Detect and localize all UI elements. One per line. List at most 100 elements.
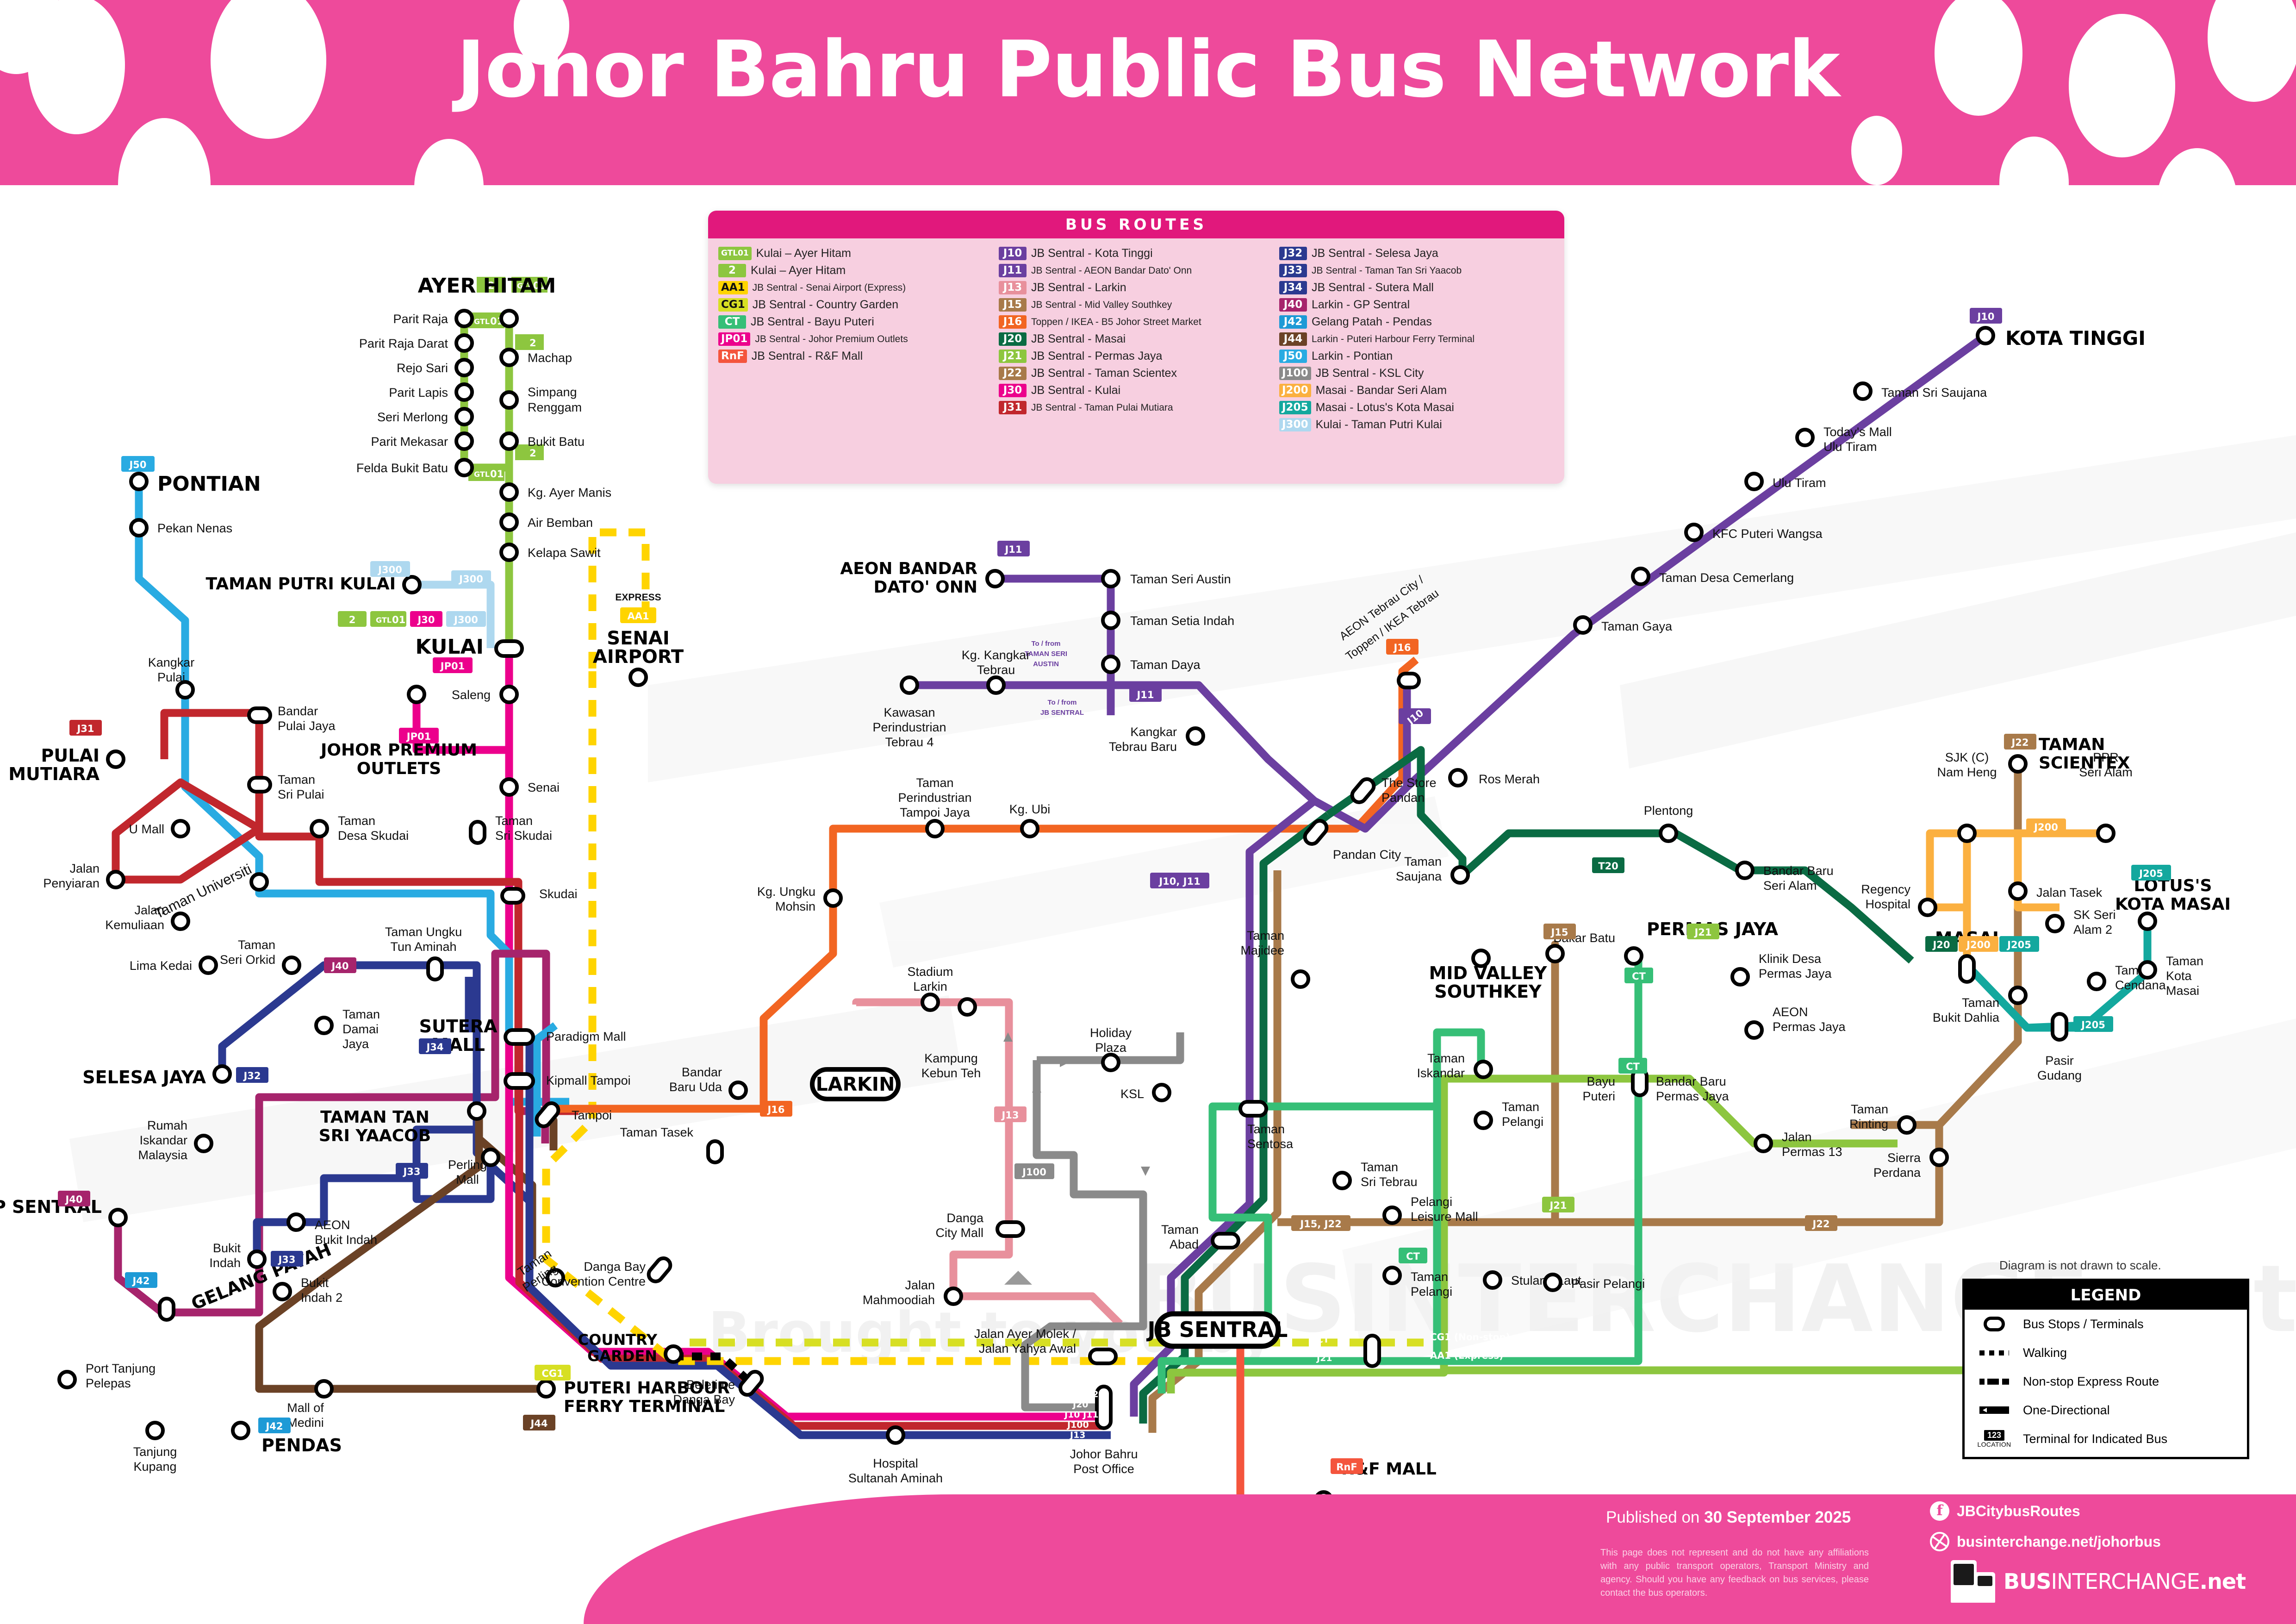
direction-arrows	[1003, 1032, 1150, 1285]
svg-text:Air Bemban: Air Bemban	[528, 516, 593, 530]
svg-text:Taman: Taman	[238, 938, 275, 952]
svg-text:AEON: AEON	[1773, 1005, 1808, 1019]
svg-text:GTL: GTL	[517, 281, 533, 290]
svg-text:J10: J10	[1976, 311, 1994, 322]
svg-text:J100: J100	[1021, 1167, 1046, 1178]
svg-text:J15: J15	[1550, 927, 1568, 938]
svg-text:Bukit: Bukit	[301, 1276, 329, 1290]
svg-text:Sentosa: Sentosa	[1247, 1137, 1294, 1151]
svg-text:Danga Bay: Danga Bay	[673, 1393, 735, 1406]
svg-text:2: 2	[349, 614, 356, 625]
legend-label: Non-stop Express Route	[2023, 1374, 2159, 1388]
route-description: Masai - Bandar Seri Alam	[1315, 384, 1447, 397]
svg-text:Plaza: Plaza	[1095, 1041, 1127, 1055]
svg-text:Ulu Tiram: Ulu Tiram	[1823, 440, 1877, 454]
route-description: Larkin - Puteri Harbour Ferry Terminal	[1312, 333, 1475, 344]
route-code-badge: GTL01	[718, 247, 752, 260]
svg-text:Taman: Taman	[1427, 1051, 1465, 1065]
bus-route-entry[interactable]: J30 JB Sentral - Kulai	[999, 382, 1276, 399]
svg-text:Seri Alam: Seri Alam	[1763, 879, 1817, 893]
svg-text:CT: CT	[1406, 1251, 1420, 1262]
route-description: Toppen / IKEA - B5 Johor Street Market	[1031, 316, 1201, 327]
svg-text:J16: J16	[766, 1104, 784, 1115]
svg-text:AEON BANDAR: AEON BANDAR	[840, 559, 977, 578]
route-description: JB Sentral - R&F Mall	[751, 350, 863, 362]
social-links: f JBCitybusRoutes businterchange.net/joh…	[1930, 1501, 2161, 1562]
svg-text:FERRY TERMINAL: FERRY TERMINAL	[564, 1397, 725, 1416]
poster-footer	[0, 1494, 2296, 1624]
svg-text:Renggam: Renggam	[528, 400, 582, 414]
route-description: JB Sentral - Taman Scientex	[1031, 367, 1177, 380]
website-link[interactable]: businterchange.net/johorbus	[1930, 1532, 2161, 1551]
svg-text:Penyiaran: Penyiaran	[43, 876, 100, 890]
svg-text:J32: J32	[243, 1070, 261, 1081]
route-code-badge: J15	[999, 298, 1027, 312]
svg-text:Pulai Jaya: Pulai Jaya	[278, 719, 336, 733]
svg-text:Taman: Taman	[916, 776, 953, 790]
svg-text:J44: J44	[529, 1418, 548, 1429]
svg-text:Saleng: Saleng	[452, 688, 491, 702]
route-code-badge: AA1	[718, 281, 748, 294]
svg-text:Sri Tebrau: Sri Tebrau	[1361, 1175, 1418, 1189]
svg-text:Sri Pulai: Sri Pulai	[278, 787, 324, 801]
published-line: Published on 30 September 2025	[1606, 1508, 1851, 1527]
svg-text:Iskandar: Iskandar	[1417, 1066, 1465, 1080]
facebook-link[interactable]: f JBCitybusRoutes	[1930, 1501, 2161, 1521]
svg-text:Taman: Taman	[1411, 1270, 1448, 1284]
legend-label: One-Directional	[2023, 1403, 2110, 1417]
svg-text:J200: J200	[1966, 939, 1991, 950]
legend-item-express: Non-stop Express Route	[1965, 1367, 2247, 1396]
svg-text:Taman Seri Austin: Taman Seri Austin	[1130, 572, 1231, 586]
svg-text:Kampung: Kampung	[924, 1051, 978, 1065]
svg-text:J205: J205	[2138, 868, 2163, 879]
svg-text:JB SENTRAL: JB SENTRAL	[1146, 1317, 1288, 1342]
svg-text:2: 2	[529, 337, 536, 349]
route-code-badge: J30	[999, 384, 1027, 397]
route-code-badge: J20	[999, 332, 1027, 346]
svg-text:J13: J13	[1001, 1110, 1019, 1121]
svg-text:J13: J13	[1069, 1430, 1086, 1440]
svg-text:Malaysia: Malaysia	[138, 1148, 188, 1162]
svg-text:PONTIAN: PONTIAN	[157, 472, 261, 496]
page-title: Johor Bahru Public Bus Network	[456, 24, 1840, 115]
svg-text:Ros Merah: Ros Merah	[1479, 772, 1540, 786]
svg-text:Taman: Taman	[1851, 1102, 1888, 1116]
route-jp01	[412, 694, 509, 754]
svg-text:Indah: Indah	[209, 1256, 241, 1270]
svg-text:Parit Lapis: Parit Lapis	[389, 386, 448, 400]
svg-text:TAMAN: TAMAN	[2039, 735, 2105, 754]
route-code-badge: CT	[718, 315, 746, 329]
route-description: JB Sentral - Kulai	[1031, 384, 1121, 397]
svg-text:J200: J200	[2033, 822, 2058, 833]
svg-text:01: 01	[533, 280, 547, 291]
svg-text:Pandan: Pandan	[1381, 791, 1425, 805]
